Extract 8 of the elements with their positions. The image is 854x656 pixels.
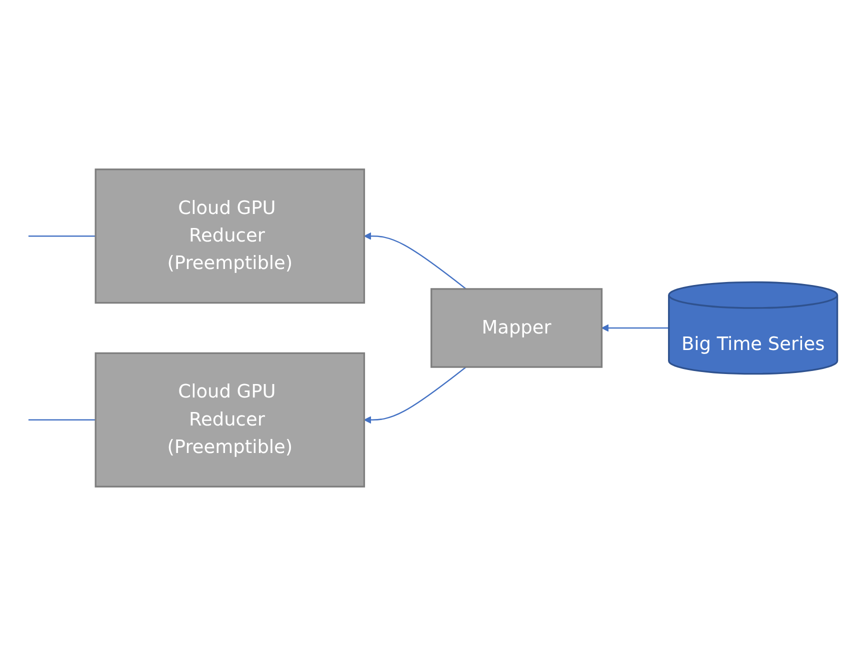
node-box: Cloud GPU Reducer (Preemptible)	[94, 168, 366, 304]
arrow	[364, 366, 466, 424]
node-box: Cloud GPU Reducer (Preemptible)	[94, 352, 366, 488]
node-box: Mapper	[430, 288, 603, 368]
arrow	[364, 232, 466, 290]
connector	[28, 235, 96, 237]
connector	[28, 419, 96, 421]
arrow	[601, 324, 669, 332]
